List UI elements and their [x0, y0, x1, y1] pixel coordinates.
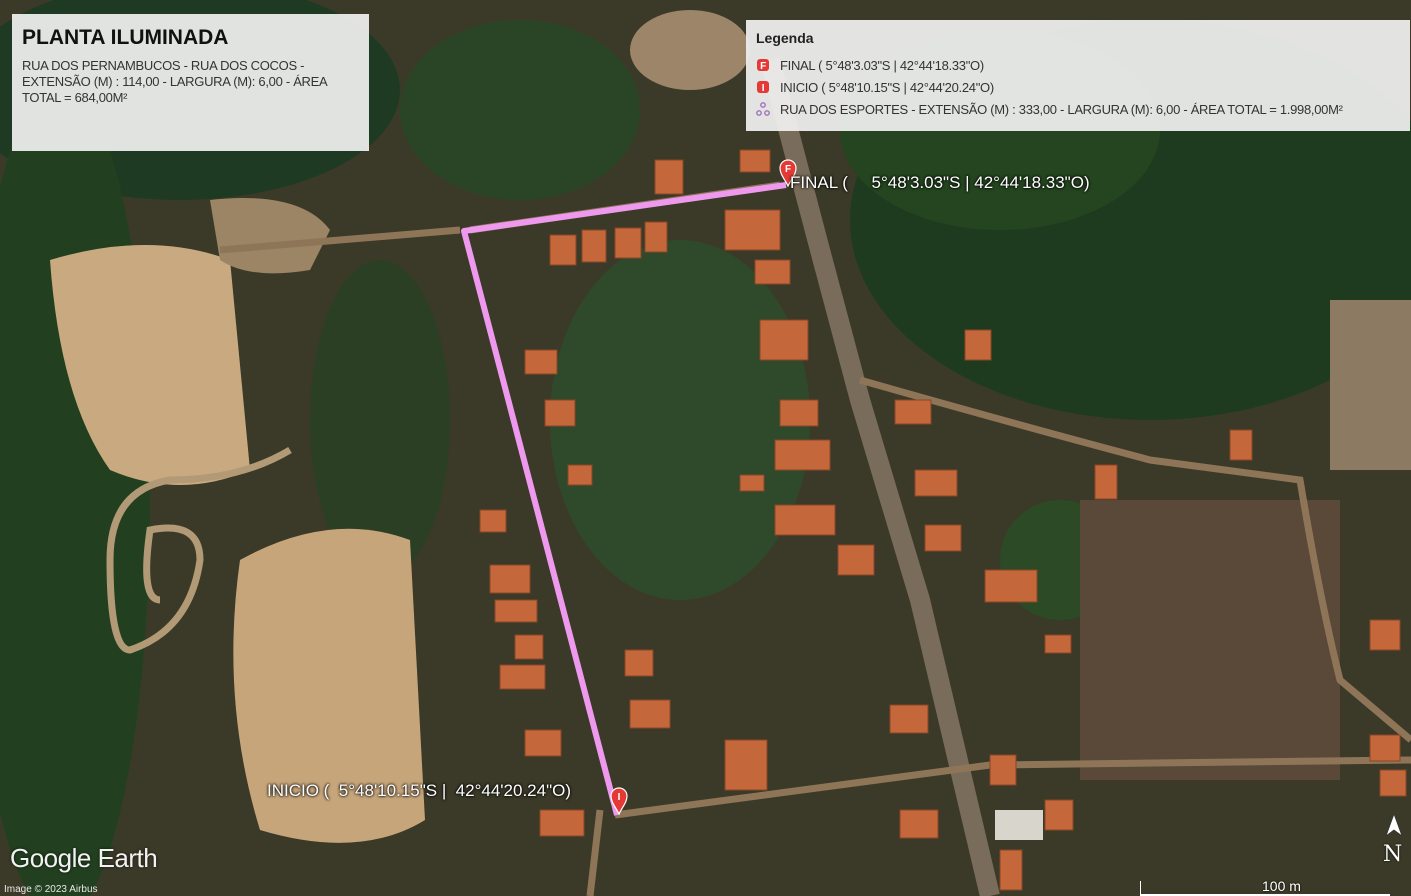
- lit-street-path: [461, 182, 787, 816]
- legend-item-path: RUA DOS ESPORTES - EXTENSÃO (M) : 333,00…: [756, 98, 1400, 120]
- title-description: RUA DOS PERNAMBUCOS - RUA DOS COCOS - EX…: [22, 58, 327, 105]
- svg-text:I: I: [762, 83, 765, 94]
- legend-item-label: RUA DOS ESPORTES - EXTENSÃO (M) : 333,00…: [780, 101, 1343, 117]
- scale-bar: [1140, 881, 1390, 896]
- google-earth-logo: Google Earth: [10, 843, 158, 873]
- final-marker-icon: F: [756, 58, 770, 72]
- image-credit: Image © 2023 Airbus: [4, 884, 98, 895]
- inicio-marker-label: INICIO ( 5°48'10.15"S | 42°44'20.24"O): [267, 781, 572, 800]
- main-road: [760, 57, 1000, 896]
- legend-item-label: INICIO ( 5°48'10.15"S | 42°44'20.24"O): [780, 79, 994, 95]
- bare-soil: [50, 10, 1411, 843]
- compass-label: N: [1383, 842, 1403, 867]
- title-panel: PLANTA ILUMINADA RUA DOS PERNAMBUCOS - R…: [12, 14, 369, 151]
- final-marker-icon[interactable]: F: [779, 159, 797, 188]
- houses: [479, 149, 1407, 891]
- inicio-marker-icon[interactable]: I: [610, 787, 628, 816]
- legend-title: Legenda: [756, 30, 814, 46]
- dirt-track: [106, 446, 292, 654]
- legend-item-label: FINAL ( 5°48'3.03"S | 42°44'18.33"O): [780, 57, 984, 73]
- svg-text:F: F: [760, 61, 766, 72]
- scale-label: 100 m: [1262, 878, 1301, 894]
- white-building: [995, 810, 1043, 840]
- north-arrow-icon[interactable]: [1381, 812, 1407, 872]
- final-marker-label: FINAL ( 5°48'3.03"S | 42°44'18.33"O): [790, 173, 1090, 192]
- legend-item-inicio: I INICIO ( 5°48'10.15"S | 42°44'20.24"O): [756, 76, 1400, 98]
- inicio-marker-icon: I: [756, 80, 770, 94]
- svg-text:I: I: [618, 792, 621, 803]
- legend-item-final: F FINAL ( 5°48'3.03"S | 42°44'18.33"O): [756, 54, 1400, 76]
- legend-panel: Legenda F FINAL ( 5°48'3.03"S | 42°44'18…: [746, 20, 1410, 131]
- path-icon: [756, 102, 770, 116]
- page-title: PLANTA ILUMINADA: [22, 26, 229, 49]
- svg-text:F: F: [785, 164, 791, 175]
